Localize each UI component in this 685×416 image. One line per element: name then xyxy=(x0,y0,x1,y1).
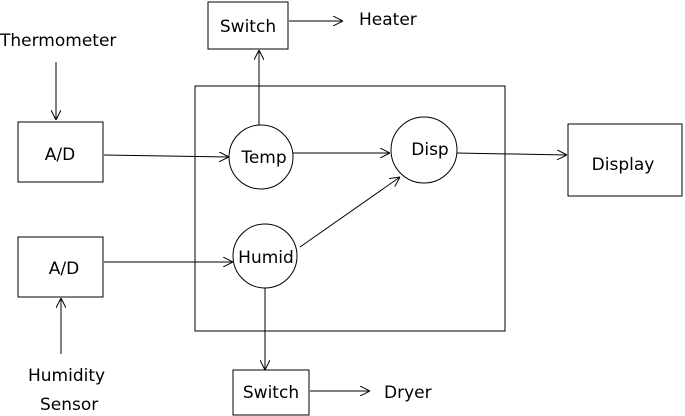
humidity-sensor-label-line2: Sensor xyxy=(40,395,98,415)
heater-label: Heater xyxy=(359,10,417,30)
switch-heater-label: Switch xyxy=(220,17,276,37)
disp-process-label: Disp xyxy=(411,140,448,160)
arrow-ad-to-temp xyxy=(103,155,229,157)
arrow-disp-to-display xyxy=(455,153,567,155)
arrow-humid-to-disp xyxy=(299,177,400,248)
disp-process-circle xyxy=(390,116,458,184)
ad-converter-top-box xyxy=(17,121,104,183)
humid-process-label: Humid xyxy=(238,248,294,268)
switch-dryer-label: Switch xyxy=(243,383,299,403)
ad-converter-bottom-box xyxy=(17,236,104,298)
temp-process-circle xyxy=(228,124,294,190)
ad-converter-bottom-label: A/D xyxy=(49,259,79,279)
display-label: Display xyxy=(592,155,655,175)
switch-heater-box xyxy=(207,1,289,50)
dryer-label: Dryer xyxy=(384,383,432,403)
display-box xyxy=(567,123,683,197)
humid-process-circle xyxy=(232,223,298,289)
system-boundary xyxy=(194,85,506,332)
temp-process-label: Temp xyxy=(240,148,286,168)
ad-converter-top-label: A/D xyxy=(45,145,75,165)
thermometer-label: Thermometer xyxy=(0,31,116,51)
humidity-sensor-label-line1: Humidity xyxy=(28,366,105,386)
switch-dryer-box xyxy=(232,369,310,416)
